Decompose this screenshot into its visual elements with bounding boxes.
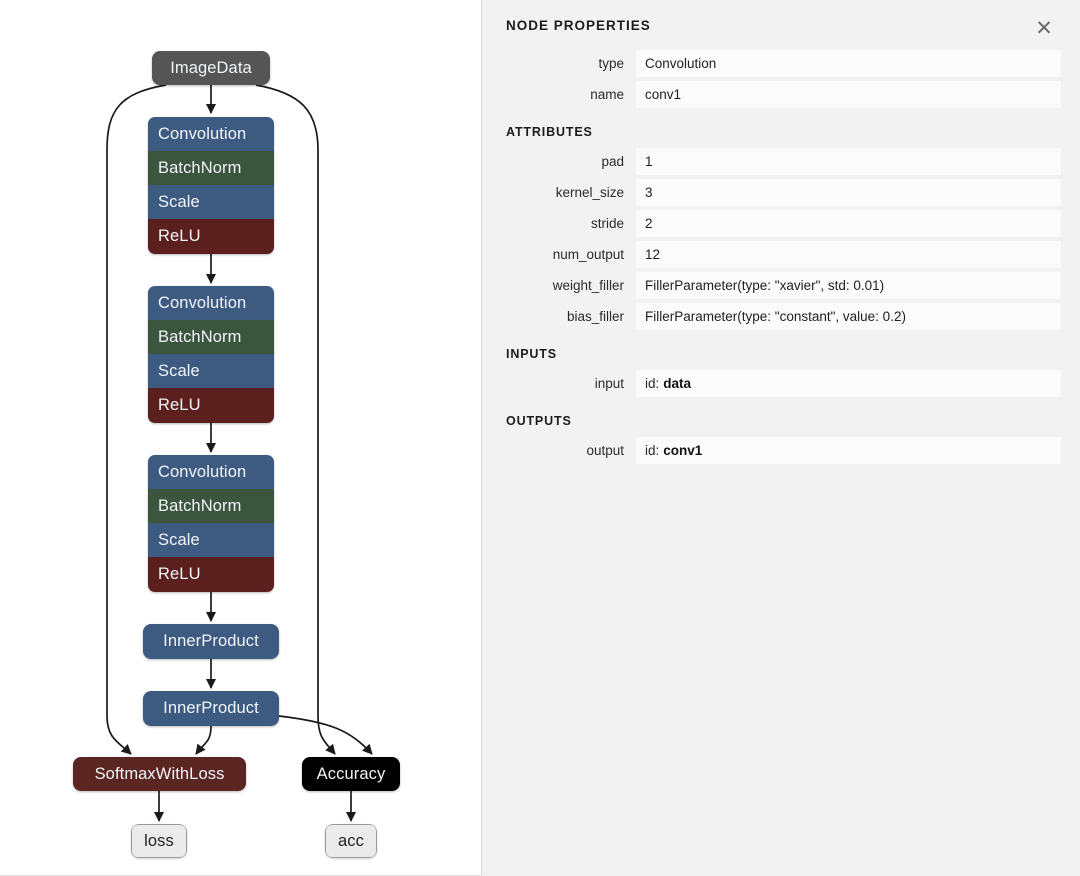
graph-seg-relu[interactable]: ReLU	[148, 388, 274, 423]
prop-label: stride	[590, 216, 624, 231]
graph-node-block-1[interactable]: Convolution BatchNorm Scale ReLU	[148, 117, 274, 254]
node-properties-panel: NODE PROPERTIES ✕ type Convolution name …	[482, 0, 1080, 876]
graph-seg-convolution[interactable]: Convolution	[148, 455, 274, 489]
prop-row-input: input id: data	[506, 370, 1061, 397]
attributes-group: pad 1 kernel_size 3 stride 2 num_output …	[506, 148, 1061, 330]
prop-value-bias-filler[interactable]: FillerParameter(type: "constant", value:…	[636, 303, 1061, 330]
prop-value-output[interactable]: id: conv1	[636, 437, 1061, 464]
graph-node-loss[interactable]: loss	[131, 824, 187, 858]
prop-label: pad	[601, 154, 624, 169]
prop-row-num-output: num_output 12	[506, 241, 1061, 268]
graph-edges	[106, 84, 373, 823]
graph-node-label: acc	[325, 824, 377, 858]
graph-canvas[interactable]: ImageData Convolution BatchNorm Scale Re…	[0, 0, 482, 876]
graph-seg-convolution[interactable]: Convolution	[148, 117, 274, 151]
panel-header: NODE PROPERTIES ✕	[506, 0, 1061, 44]
graph-node-label: Accuracy	[302, 757, 400, 791]
graph-node-acc[interactable]: acc	[325, 824, 377, 858]
prop-row-stride: stride 2	[506, 210, 1061, 237]
section-heading-attributes: ATTRIBUTES	[506, 125, 593, 139]
graph-seg-convolution[interactable]: Convolution	[148, 286, 274, 320]
prop-row-weight-filler: weight_filler FillerParameter(type: "xav…	[506, 272, 1061, 299]
graph-seg-scale[interactable]: Scale	[148, 185, 274, 219]
prop-value-type[interactable]: Convolution	[636, 50, 1061, 77]
graph-seg-batchnorm[interactable]: BatchNorm	[148, 489, 274, 523]
graph-node-innerproduct-1[interactable]: InnerProduct	[143, 624, 279, 659]
graph-seg-batchnorm[interactable]: BatchNorm	[148, 320, 274, 354]
graph-node-softmaxwithloss[interactable]: SoftmaxWithLoss	[73, 757, 246, 791]
prop-value-num-output[interactable]: 12	[636, 241, 1061, 268]
prop-value-stride[interactable]: 2	[636, 210, 1061, 237]
graph-node-label: SoftmaxWithLoss	[73, 757, 246, 791]
graph-seg-relu[interactable]: ReLU	[148, 557, 274, 592]
graph-node-label: loss	[131, 824, 187, 858]
graph-node-imagedata[interactable]: ImageData	[152, 51, 270, 85]
prop-label: num_output	[552, 247, 624, 262]
prop-row-type: type Convolution	[506, 50, 1061, 77]
section-heading-inputs: INPUTS	[506, 347, 557, 361]
section-heading-outputs: OUTPUTS	[506, 414, 572, 428]
prop-value-pad[interactable]: 1	[636, 148, 1061, 175]
prop-label: bias_filler	[566, 309, 624, 324]
prop-label: output	[586, 443, 624, 458]
graph-node-label: InnerProduct	[143, 624, 279, 659]
prop-label: input	[594, 376, 624, 391]
prop-row-output: output id: conv1	[506, 437, 1061, 464]
input-id-prefix: id:	[645, 376, 660, 391]
prop-label: name	[590, 87, 624, 102]
graph-node-label: InnerProduct	[143, 691, 279, 726]
prop-row-bias-filler: bias_filler FillerParameter(type: "const…	[506, 303, 1061, 330]
output-id-value: conv1	[663, 443, 703, 458]
output-id-prefix: id:	[645, 443, 660, 458]
graph-node-accuracy[interactable]: Accuracy	[302, 757, 400, 791]
prop-row-pad: pad 1	[506, 148, 1061, 175]
prop-value-name[interactable]: conv1	[636, 81, 1061, 108]
panel-title: NODE PROPERTIES	[506, 18, 651, 33]
graph-node-block-3[interactable]: Convolution BatchNorm Scale ReLU	[148, 455, 274, 592]
graph-seg-scale[interactable]: Scale	[148, 354, 274, 388]
basic-fields-group: type Convolution name conv1	[506, 50, 1061, 108]
prop-value-weight-filler[interactable]: FillerParameter(type: "xavier", std: 0.0…	[636, 272, 1061, 299]
prop-row-name: name conv1	[506, 81, 1061, 108]
graph-node-block-2[interactable]: Convolution BatchNorm Scale ReLU	[148, 286, 274, 423]
prop-value-kernel-size[interactable]: 3	[636, 179, 1061, 206]
graph-node-label: ImageData	[152, 51, 270, 85]
prop-label: type	[598, 56, 624, 71]
prop-value-input[interactable]: id: data	[636, 370, 1061, 397]
close-icon[interactable]: ✕	[1031, 15, 1057, 41]
graph-seg-relu[interactable]: ReLU	[148, 219, 274, 254]
graph-seg-batchnorm[interactable]: BatchNorm	[148, 151, 274, 185]
graph-seg-scale[interactable]: Scale	[148, 523, 274, 557]
prop-label: weight_filler	[552, 278, 624, 293]
input-id-value: data	[663, 376, 692, 391]
prop-label: kernel_size	[555, 185, 624, 200]
graph-node-innerproduct-2[interactable]: InnerProduct	[143, 691, 279, 726]
prop-row-kernel-size: kernel_size 3	[506, 179, 1061, 206]
